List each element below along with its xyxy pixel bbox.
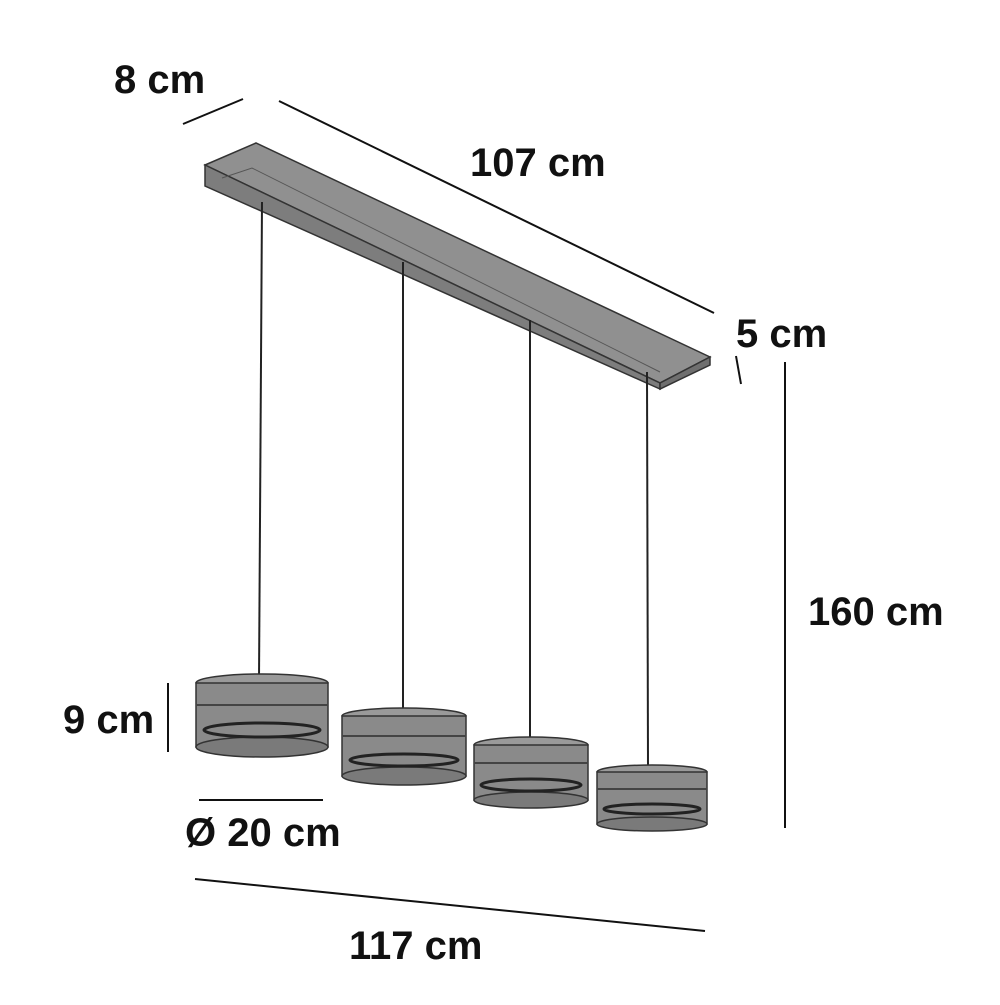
label-height-bar: 5 cm <box>736 312 828 356</box>
label-total-length: 117 cm <box>349 924 483 968</box>
shade-1 <box>195 673 329 758</box>
ceiling-bar <box>203 142 712 391</box>
dim-line-total-length <box>194 878 706 932</box>
dim-line-bar-height <box>735 355 742 385</box>
label-total-height: 160 cm <box>808 590 944 634</box>
label-length-bar: 107 cm <box>470 141 606 185</box>
dim-line-depth <box>182 98 244 125</box>
shade-3 <box>473 736 589 809</box>
shade-4 <box>596 764 708 832</box>
label-shade-diameter: Ø 20 cm <box>185 811 341 855</box>
shade-2 <box>341 707 467 786</box>
label-depth-bar: 8 cm <box>114 58 206 102</box>
cables <box>258 201 649 769</box>
dim-line-length-bar <box>278 100 715 314</box>
label-shade-height: 9 cm <box>63 698 155 742</box>
